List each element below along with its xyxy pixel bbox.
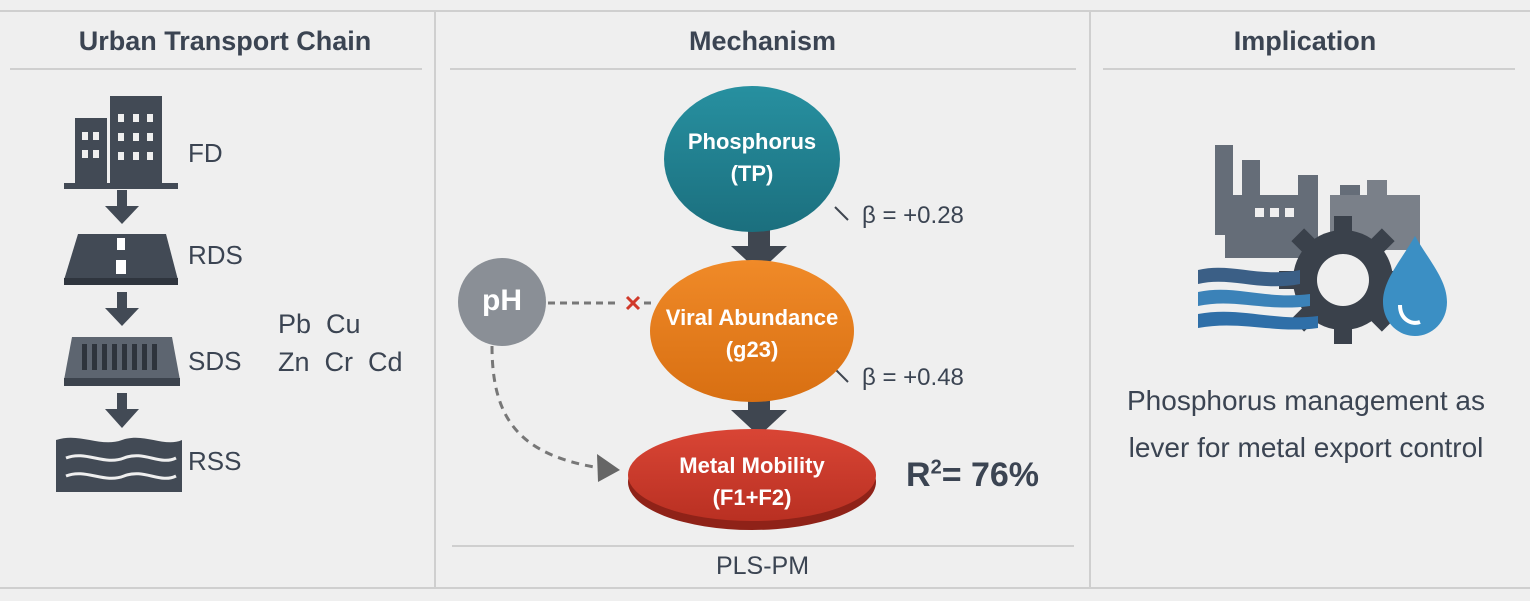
- arrow-tp-to-viral: [731, 226, 787, 272]
- panel-frames: [0, 10, 1530, 589]
- stage-label-rds: RDS: [188, 240, 243, 270]
- metals-line-2: Zn Cr Cd: [278, 347, 403, 377]
- beta-viral-metal: β = +0.48: [862, 364, 964, 391]
- down-arrow-2: [105, 292, 139, 326]
- ph-to-metal-arrowhead: [597, 454, 620, 482]
- metal-mobility-label: Metal Mobility (F1+F2): [628, 450, 876, 514]
- beta-tp-viral: β = +0.28: [862, 202, 964, 229]
- r-squared: R2= 76%: [906, 456, 1039, 495]
- building-icon: [64, 96, 178, 189]
- right-panel-title: Implication: [1233, 26, 1377, 56]
- beta1-tick: [834, 206, 849, 221]
- r-squared-value: = 76%: [941, 456, 1040, 494]
- ph-label: pH: [482, 284, 522, 317]
- implication-text: Phosphorus management as lever for metal…: [1127, 385, 1485, 463]
- viral-label-line1: Viral Abundance: [665, 305, 839, 330]
- r-squared-base: R: [906, 456, 931, 494]
- r-squared-sup: 2: [930, 456, 942, 479]
- industry-gear-water-icon: [1198, 145, 1447, 344]
- method-footer: PLS-PM: [715, 552, 810, 580]
- ph-node: [458, 258, 546, 346]
- phosphorus-node: [664, 86, 840, 232]
- stage-label-fd: FD: [188, 138, 223, 168]
- road-icon: [64, 234, 178, 285]
- down-arrow-3: [105, 393, 139, 428]
- left-panel-title: Urban Transport Chain: [78, 26, 372, 56]
- stage-label-sds: SDS: [188, 346, 242, 376]
- viral-abundance-label: Viral Abundance (g23): [650, 302, 854, 366]
- stage-label-rss: RSS: [188, 446, 242, 476]
- viral-abundance-node: [650, 260, 854, 402]
- ph-to-metal-dashed: [490, 345, 601, 470]
- phosphorus-label-line2: (TP): [730, 161, 774, 186]
- metal-label-line1: Metal Mobility: [679, 453, 825, 478]
- phosphorus-label: Phosphorus (TP): [664, 126, 840, 190]
- drain-grate-icon: [64, 337, 180, 386]
- middle-panel-title: Mechanism: [688, 26, 837, 56]
- phosphorus-label-line1: Phosphorus: [687, 129, 817, 154]
- beta2-tick: [834, 368, 849, 383]
- ph-to-viral-dashed: [548, 295, 654, 311]
- metal-mobility-node: [628, 429, 876, 521]
- viral-label-line2: (g23): [725, 337, 779, 362]
- river-icon: [56, 437, 182, 492]
- down-arrow-1: [105, 190, 139, 224]
- metal-label-line2: (F1+F2): [712, 485, 792, 510]
- metals-line-1: Pb Cu: [278, 309, 361, 339]
